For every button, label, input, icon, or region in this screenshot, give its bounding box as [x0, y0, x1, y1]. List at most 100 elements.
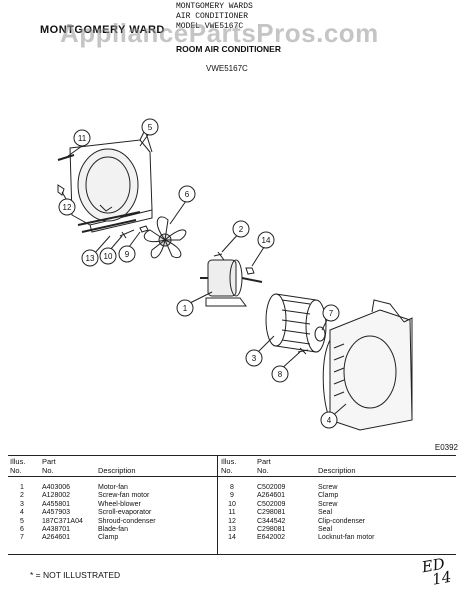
table-cell: C502009 [257, 484, 286, 491]
handwritten-note: ED 14 [420, 555, 452, 589]
svg-text:6: 6 [185, 190, 190, 199]
col-header-illus-left: Illus. [10, 457, 26, 466]
table-cell: A264601 [42, 534, 71, 542]
callout-7: 7 [322, 304, 340, 322]
table-cell: C298081 [257, 509, 286, 517]
col-header-no-right: No. [221, 466, 233, 475]
callout-10: 10 [99, 247, 117, 265]
callout-14: 14 [257, 231, 275, 249]
callout-8: 8 [271, 365, 289, 383]
table-cell: Shroud-condenser [98, 517, 156, 525]
callout-2: 2 [232, 220, 250, 238]
table-cell: E642002 [257, 534, 286, 542]
table-cell: 11 [228, 509, 236, 517]
table-top-rule [8, 455, 456, 456]
diagram-code: E0392 [434, 443, 458, 452]
table-cell: A438701 [42, 525, 71, 533]
callout-6: 6 [178, 185, 196, 203]
callout-13: 13 [81, 249, 99, 267]
left-illus-column: 1 2 3 4 5 6 7 [12, 483, 32, 542]
table-cell: 8 [230, 484, 234, 491]
locknut-drawing [245, 267, 255, 275]
table-header-rule [8, 476, 456, 477]
table-cell: 13 [228, 525, 236, 533]
stamp-line-2: AIR CONDITIONER [176, 12, 249, 21]
wheel-blower-drawing [265, 293, 327, 353]
table-divider [217, 455, 218, 555]
table-cell: Screw-fan motor [98, 492, 150, 500]
col-header-desc-right: Description [318, 466, 356, 475]
table-cell: Motor-fan [98, 484, 128, 491]
left-part-column: A403006 A128002 A455801 A457903 187C371A… [42, 483, 83, 542]
col-header-illus-right: Illus. [221, 457, 237, 466]
svg-text:10: 10 [104, 252, 113, 261]
shroud-condenser-drawing [69, 128, 153, 233]
callout-9: 9 [118, 245, 136, 263]
table-cell: C298081 [257, 525, 286, 533]
callout-4: 4 [320, 411, 338, 429]
table-cell: Seal [318, 509, 333, 517]
table-cell: 10 [228, 500, 236, 508]
table-cell: A403006 [42, 484, 71, 491]
table-cell: 4 [20, 509, 24, 517]
svg-text:1: 1 [183, 304, 188, 313]
right-illus-column: 8 9 10 11 12 13 14 [221, 483, 243, 542]
table-cell: A455801 [42, 500, 71, 508]
brand-name: MONTGOMERY WARD [40, 24, 165, 36]
callout-12: 12 [58, 198, 76, 216]
col-header-part-right: Part [257, 457, 271, 466]
motor-fan-drawing [200, 259, 263, 307]
table-cell: Screw [318, 500, 338, 508]
col-header-desc-left: Description [98, 466, 136, 475]
scroll-evaporator-drawing [322, 299, 413, 431]
svg-text:8: 8 [278, 370, 283, 379]
table-cell: Blade-fan [98, 525, 128, 533]
table-cell: Clamp [318, 492, 339, 500]
table-cell: 1 [20, 484, 24, 491]
table-cell: 5 [20, 517, 24, 525]
table-cell: A264601 [257, 492, 286, 500]
table-cell: 3 [20, 500, 24, 508]
seal-drawing [57, 154, 75, 161]
table-cell: C344542 [257, 517, 286, 525]
callout-1: 1 [176, 299, 194, 317]
callout-3: 3 [245, 349, 263, 367]
table-cell: 2 [20, 492, 24, 500]
right-desc-column: Screw Clamp Screw Seal Clip-condenser Se… [318, 483, 374, 542]
clamp-drawing [314, 326, 326, 342]
col-header-partno-right: No. [257, 466, 269, 475]
col-header-part-left: Part [42, 457, 56, 466]
svg-text:4: 4 [327, 416, 332, 425]
table-cell: A457903 [42, 509, 71, 517]
svg-text:5: 5 [148, 123, 153, 132]
watermark: AppliancePartsPros.com [60, 18, 379, 48]
svg-text:14: 14 [262, 236, 271, 245]
table-cell: 12 [228, 517, 236, 525]
stamp-line-1: MONTGOMERY WARDS [176, 2, 253, 11]
svg-text:3: 3 [252, 354, 257, 363]
table-cell: Scroll-evaporator [98, 509, 152, 517]
exploded-parts-diagram: 11 5 12 13 10 9 6 2 14 1 7 3 8 4 [57, 118, 413, 431]
right-part-column: C502009 A264601 C502009 C298081 C344542 … [257, 483, 285, 542]
table-cell: Screw [318, 484, 338, 491]
table-cell: 9 [230, 492, 234, 500]
left-desc-column: Motor-fan Screw-fan motor Wheel-blower S… [98, 483, 156, 542]
table-cell: Seal [318, 525, 333, 533]
table-cell: Wheel-blower [98, 500, 141, 508]
callout-11: 11 [73, 129, 91, 147]
svg-text:13: 13 [86, 254, 95, 263]
col-header-no-left: No. [10, 466, 22, 475]
svg-text:12: 12 [63, 203, 72, 212]
footnote: * = NOT ILLUSTRATED [30, 570, 121, 580]
stamp-line-3: MODEL VWE5167C [176, 22, 244, 31]
svg-text:2: 2 [239, 225, 244, 234]
table-cell: 7 [20, 534, 24, 542]
blade-fan-drawing [143, 216, 187, 259]
table-cell: A128002 [42, 492, 71, 500]
table-bottom-rule [8, 554, 456, 555]
svg-text:11: 11 [78, 134, 87, 143]
callout-5: 5 [141, 118, 159, 136]
svg-text:9: 9 [125, 250, 130, 259]
table-cell: Locknut-fan motor [318, 534, 375, 542]
clip-condenser-drawing [57, 184, 65, 196]
